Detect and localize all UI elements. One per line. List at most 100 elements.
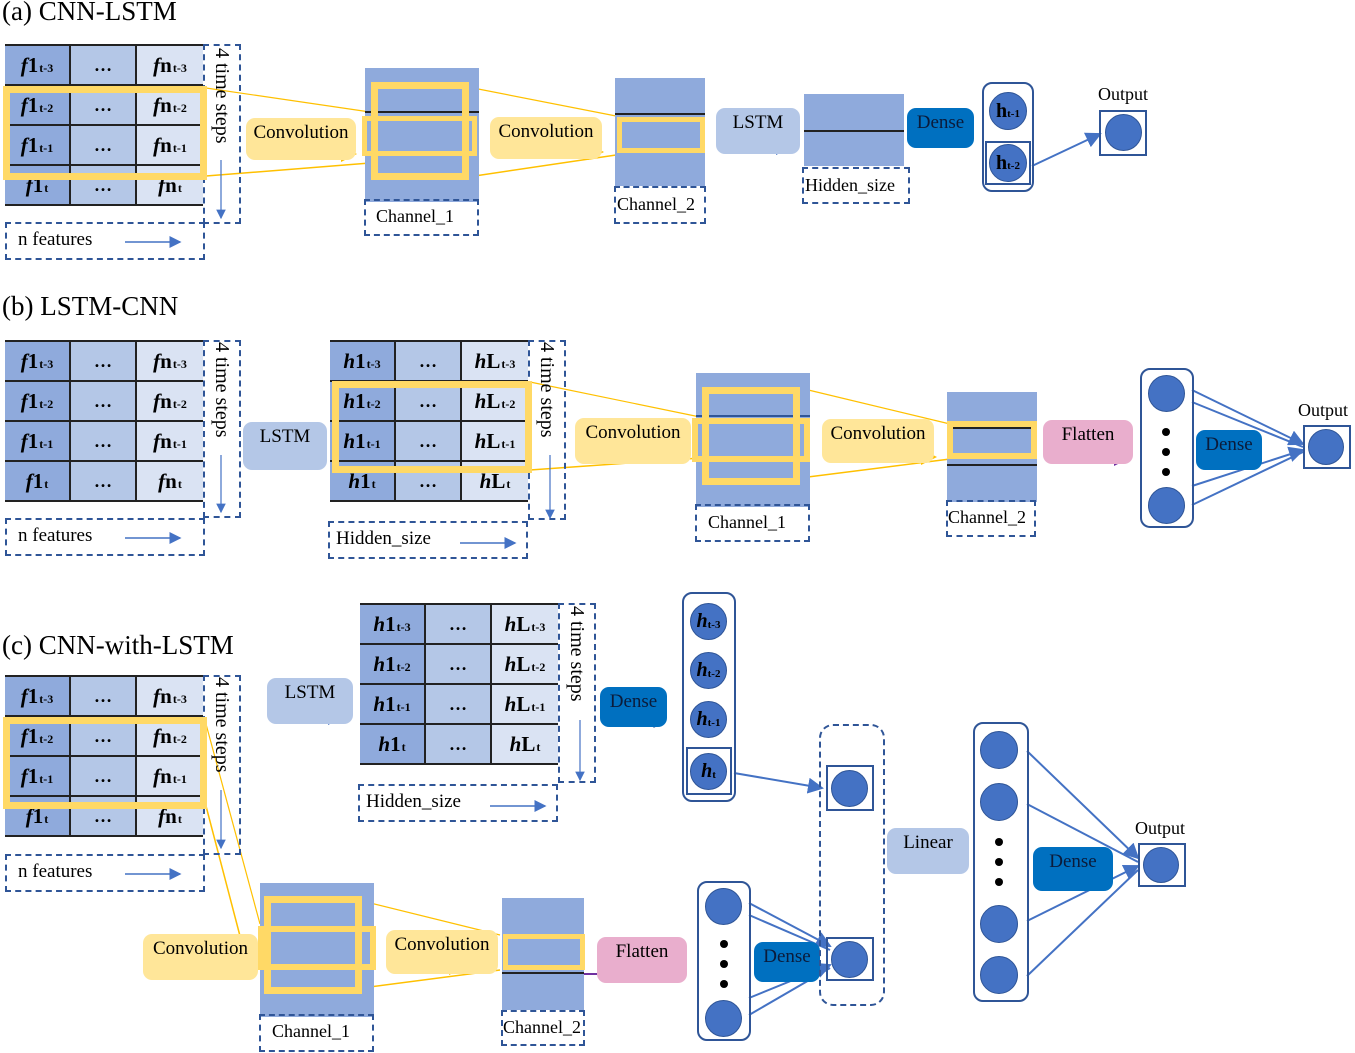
cell-symbol: hL [474,428,501,453]
cell-subscript: t-3 [366,356,381,371]
ellipsis-dot [995,858,1003,866]
ellipsis-dot [995,838,1003,846]
cell-symbol: fn [158,468,177,493]
cell-subscript: t [44,811,49,826]
panel-c-linear-node-column [973,722,1029,1002]
cell-symbol: fn [153,388,172,413]
panel-c-concat-top-box [826,765,874,811]
grid-cell: … [71,46,137,86]
panel-c-hidden-time-steps-label: 4 time steps [566,606,588,702]
cell-subscript: t [177,180,182,195]
panel-a-kernel-2 [371,82,469,180]
cell-subscript: t [401,739,406,754]
ellipsis: … [94,765,112,786]
grid-cell: … [71,126,137,166]
panel-b-conv-kernel [332,381,532,473]
cell-symbol: hL [504,611,531,636]
panel-c-output-box [1138,843,1186,887]
panel-c-convolution-2-op: Convolution [386,930,498,974]
ellipsis: … [94,94,112,115]
panel-c-h-node-column [682,592,736,802]
cell-subscript: t-3 [172,60,187,75]
panel-a-channel-1-box [364,199,479,236]
cell-subscript: t-2 [39,100,54,115]
cell-subscript: t-3 [172,691,187,706]
cell-subscript: t-1 [396,699,411,714]
panel-c-features-label: n features [18,861,93,882]
cell-subscript: t-2 [172,731,187,746]
grid-cell: … [396,382,462,422]
op-label: LSTM [284,682,336,703]
panel-a-output-node [1105,114,1142,151]
divider [365,111,479,113]
panel-c-cnn-node-last [705,1000,742,1037]
panel-c-lstm-op: LSTM [267,678,353,724]
ellipsis: … [94,685,112,706]
op-label: Convolution [394,934,490,955]
cell-subscript: t-2 [172,100,187,115]
cell-symbol: h1 [348,468,371,493]
ellipsis-dot [1162,428,1170,436]
cell-subscript: t-1 [172,140,187,155]
panel-c-linear-node [980,783,1018,821]
panel-a-node-column [982,82,1034,192]
op-label: Convolution [498,121,594,142]
panel-b-channel-2-box [946,500,1036,537]
panel-a-channel-2-map [615,78,705,186]
ellipsis-dot [720,960,728,968]
panel-c-features-box [5,854,205,892]
panel-a-channel-1-label: Channel_1 [376,206,454,226]
grid-cell: … [396,342,462,382]
divider [615,113,705,115]
op-label: Flatten [1061,424,1115,445]
cell-subscript: t-3 [39,691,54,706]
ellipsis-dot [720,980,728,988]
panel-c-concat-bottom-box [826,937,874,981]
grid-cell: … [71,757,137,797]
cell-symbol: hL [479,468,506,493]
panel-c-hidden-label: Hidden_size [366,791,461,812]
panel-a-selected-node-box [985,141,1031,185]
panel-c-output-label: Output [1135,818,1186,838]
op-label: Convolution [253,122,349,143]
grid-cell: … [71,382,137,422]
cell-subscript: t-2 [501,396,516,411]
panel-b-kernel-2 [702,387,800,485]
cell-symbol: f1 [20,428,39,453]
cell-symbol: fn [153,52,172,77]
panel-c-convolution-1-op: Convolution [143,934,258,980]
cell-subscript: t-3 [172,356,187,371]
panel-c-dense-top-op: Dense [600,687,667,727]
cell-symbol: fn [153,132,172,157]
cell-subscript: t-3 [39,60,54,75]
cell-subscript: t [177,476,182,491]
panel-a-features-box [5,222,205,260]
cell-symbol: f1 [20,763,39,788]
panel-c-channel-1-label: Channel_1 [272,1021,350,1041]
panel-b-time-steps-label: 4 time steps [211,342,233,438]
panel-a-channel-2-label: Channel_2 [617,194,695,214]
panel-b-channel-2-label: Channel_2 [948,507,1026,527]
ellipsis-dot [720,940,728,948]
panel-c-channel-2-box [501,1010,585,1046]
cell-subscript: t [177,811,182,826]
cell-subscript: t-2 [366,396,381,411]
panel-c-hidden-box [358,784,558,822]
panel-b-flatten-op: Flatten [1043,420,1133,464]
ellipsis: … [94,470,112,491]
panel-b-node-last [1148,487,1185,524]
op-label: Dense [609,691,658,712]
cell-subscript: t-1 [39,140,54,155]
cell-symbol: fn [153,348,172,373]
cell-symbol: f1 [20,92,39,117]
panel-c-kernel-4 [503,934,585,970]
